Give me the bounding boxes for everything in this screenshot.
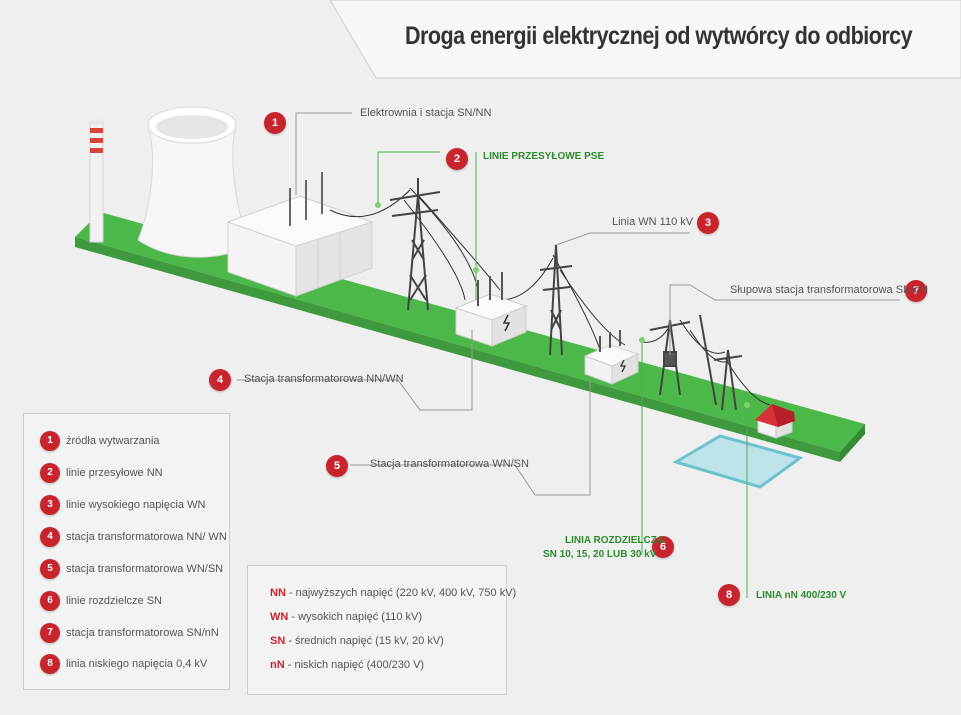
callout-2-label: LINIE PRZESYŁOWE PSE (483, 151, 605, 162)
legend-number: 1 (40, 431, 60, 451)
callout-lines (237, 112, 900, 598)
legend-text: linie wysokiego napięcia WN (66, 499, 206, 511)
transmission-tower-large (389, 178, 441, 311)
substation-nn-wn (454, 272, 528, 347)
legend-text: stacja transformatorowa SN/nN (66, 627, 219, 639)
callout-1-label: Elektrownia i stacja SN/NN (360, 107, 492, 119)
chimney (89, 119, 104, 243)
callout-dots (375, 202, 750, 408)
callout-5-number: 5 (326, 455, 348, 477)
legend-number: 4 (40, 527, 60, 547)
legend-text: linie rozdzielcze SN (66, 595, 162, 607)
legend-item: 3 linie wysokiego napięcia WN (40, 495, 205, 517)
legend-number: 2 (40, 463, 60, 483)
callout-4-number: 4 (209, 369, 231, 391)
callout-4-label: Stacja transformatorowa NN/WN (244, 373, 404, 385)
legend-text: stacja transformatorowa WN/SN (66, 563, 224, 575)
cooling-tower (137, 106, 251, 258)
abbreviation-code: nN (270, 659, 285, 671)
callout-2-number: 2 (446, 148, 468, 170)
legend-item: 8 linia niskiego napięcia 0,4 kV (40, 654, 207, 676)
legend-text: linie przesyłowe NN (66, 467, 163, 479)
callout-5-label: Stacja transformatorowa WN/SN (370, 458, 529, 470)
legend-item: 4 stacja transformatorowa NN/ WN (40, 527, 227, 549)
abbreviation-item: nN - niskich napięć (400/230 V) (270, 659, 424, 671)
legend-number: 5 (40, 559, 60, 579)
legend-item: 5 stacja transformatorowa WN/SN (40, 559, 223, 581)
callout-3-label: Linia WN 110 kV (612, 216, 694, 228)
legend-item: 7 stacja transformatorowa SN/nN (40, 623, 219, 645)
callout-6-label: LINIA ROZDZIELCZA (565, 535, 665, 546)
legend-panel: 1 źródła wytwarzania 2 linie przesyłowe NN… (23, 413, 230, 690)
abbreviation-item: WN - wysokich napięć (110 kV) (270, 611, 422, 623)
legend-item: 2 linie przesyłowe NN (40, 463, 163, 485)
abbreviations-panel: NN - najwyższych napięć (220 kV, 400 kV,… (247, 565, 516, 695)
abbreviation-code: WN (270, 611, 289, 623)
abbreviation-item: NN - najwyższych napięć (220 kV, 400 kV,… (270, 587, 516, 599)
legend-item: 1 źródła wytwarzania (40, 431, 160, 453)
legend-number: 7 (40, 623, 60, 643)
title-banner (329, 0, 961, 79)
house (755, 404, 795, 439)
callout-8-label: LINIA nN 400/230 V (756, 590, 847, 601)
callout-6-number: 6 (652, 536, 674, 558)
legend-text: linia niskiego napięcia 0,4 kV (66, 658, 208, 670)
legend-number: 8 (40, 654, 60, 674)
legend-item: 6 linie rozdzielcze SN (40, 591, 162, 613)
callout-8-number: 8 (718, 584, 740, 606)
page-title: Droga energii elektrycznej od wytwórcy d… (405, 22, 913, 50)
legend-number: 3 (40, 495, 60, 515)
abbreviation-code: SN (270, 635, 286, 647)
abbreviation-text: - najwyższych napięć (220 kV, 400 kV, 75… (285, 587, 517, 599)
callout-7-number: 7 (905, 280, 927, 302)
abbreviation-text: - średnich napięć (15 kV, 20 kV) (285, 635, 444, 647)
abbreviation-text: - niskich napięć (400/230 V) (284, 659, 425, 671)
callout-7-label: Słupowa stacja transformatorowa SN/nN (730, 284, 929, 296)
abbreviation-text: - wysokich napięć (110 kV) (288, 611, 423, 623)
legend-number: 6 (40, 591, 60, 611)
callout-3-number: 3 (697, 212, 719, 234)
legend-text: źródła wytwarzania (66, 435, 160, 447)
power-plant-building (226, 172, 374, 297)
legend-text: stacja transformatorowa NN/ WN (66, 531, 227, 543)
callout-1-number: 1 (264, 112, 286, 134)
abbreviation-code: NN (270, 587, 286, 599)
substation-wn-sn (583, 330, 640, 385)
abbreviation-item: SN - średnich napięć (15 kV, 20 kV) (270, 635, 444, 647)
callout-6-sublabel: SN 10, 15, 20 LUB 30 kV (543, 549, 657, 560)
